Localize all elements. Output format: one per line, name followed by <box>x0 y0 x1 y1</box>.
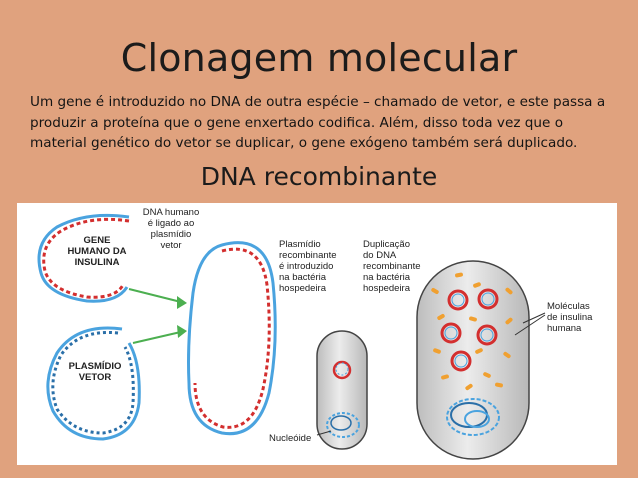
duplicated-plasmids <box>440 288 499 372</box>
label-insulin-molecules: Moléculas de insulina humana <box>547 301 593 334</box>
slide-paragraph: Um gene é introduzido no DNA de outra es… <box>30 94 606 151</box>
recombinant-plasmid-helix <box>187 241 277 436</box>
host-bacterium-large <box>416 260 530 460</box>
label-gene-insulin: GENE HUMANO DA INSULINA <box>67 235 127 268</box>
figure-drawing <box>37 213 546 460</box>
nucleoid-large <box>446 398 500 436</box>
process-arrows <box>128 288 187 344</box>
label-plasmid-introduced: Plasmídio recombinante é introduzido na … <box>279 239 337 294</box>
slide-title: Clonagem molecular <box>120 36 518 80</box>
host-bacterium-small <box>316 330 368 450</box>
label-dna-linked: DNA humano é ligado ao plasmídio vetor <box>142 207 200 251</box>
plasmid-vector-helix <box>46 326 141 441</box>
slide-subtitle: DNA recombinante <box>200 162 438 191</box>
label-plasmid-vector: PLASMÍDIO VETOR <box>68 361 122 383</box>
label-nucleoid: Nucleóide <box>269 433 312 444</box>
label-pointers <box>316 312 546 436</box>
insulin-molecules <box>431 272 513 391</box>
recombinant-dna-figure: GENE HUMANO DA INSULINA PLASMÍDIO VETOR … <box>17 203 617 465</box>
label-duplication: Duplicação do DNA recombinante na bactér… <box>363 239 421 294</box>
gene-dna-helix <box>37 213 130 303</box>
